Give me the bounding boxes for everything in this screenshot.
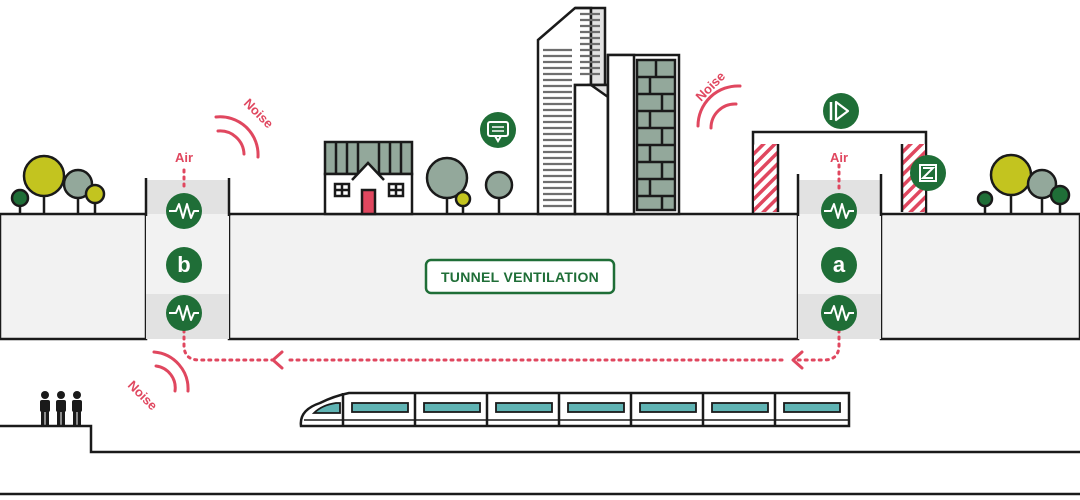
noise-waves-lower-left xyxy=(152,350,190,393)
tower-left-stripes xyxy=(543,12,600,208)
air-flow-arrowheads xyxy=(271,350,804,370)
z-box-badge-icon xyxy=(910,155,946,191)
trees-right xyxy=(976,153,1071,214)
trees-left xyxy=(10,154,106,214)
platform xyxy=(0,424,1080,496)
play-next-badge-icon xyxy=(823,93,859,129)
ground-left xyxy=(0,212,148,341)
right-silencer-bottom-icon xyxy=(821,295,857,331)
air-flow-path xyxy=(182,163,841,362)
noise-label-lower-left: Noise xyxy=(125,378,161,414)
left-silencer-bottom-icon xyxy=(166,295,202,331)
ground-right xyxy=(879,212,1080,341)
svg-text:b: b xyxy=(177,252,190,277)
passengers-icon xyxy=(40,391,82,425)
tunnel-ventilation-title: TUNNEL VENTILATION xyxy=(441,269,599,285)
tower-right xyxy=(606,53,681,216)
left-b-marker-icon: b xyxy=(166,247,202,283)
svg-text:a: a xyxy=(833,252,846,277)
right-a-marker-icon: a xyxy=(821,247,857,283)
train-windows xyxy=(311,402,841,414)
house xyxy=(323,140,414,216)
noise-waves-upper-left xyxy=(214,115,260,159)
tower-middle xyxy=(573,83,610,216)
right-silencer-top-icon xyxy=(821,193,857,229)
air-label-left: Air xyxy=(175,150,193,165)
comment-badge-icon xyxy=(480,112,516,148)
tunnel-ventilation-label: TUNNEL VENTILATION xyxy=(424,258,616,295)
noise-waves-upper-right xyxy=(696,84,742,130)
air-label-right: Air xyxy=(830,150,848,165)
left-silencer-top-icon xyxy=(166,193,202,229)
